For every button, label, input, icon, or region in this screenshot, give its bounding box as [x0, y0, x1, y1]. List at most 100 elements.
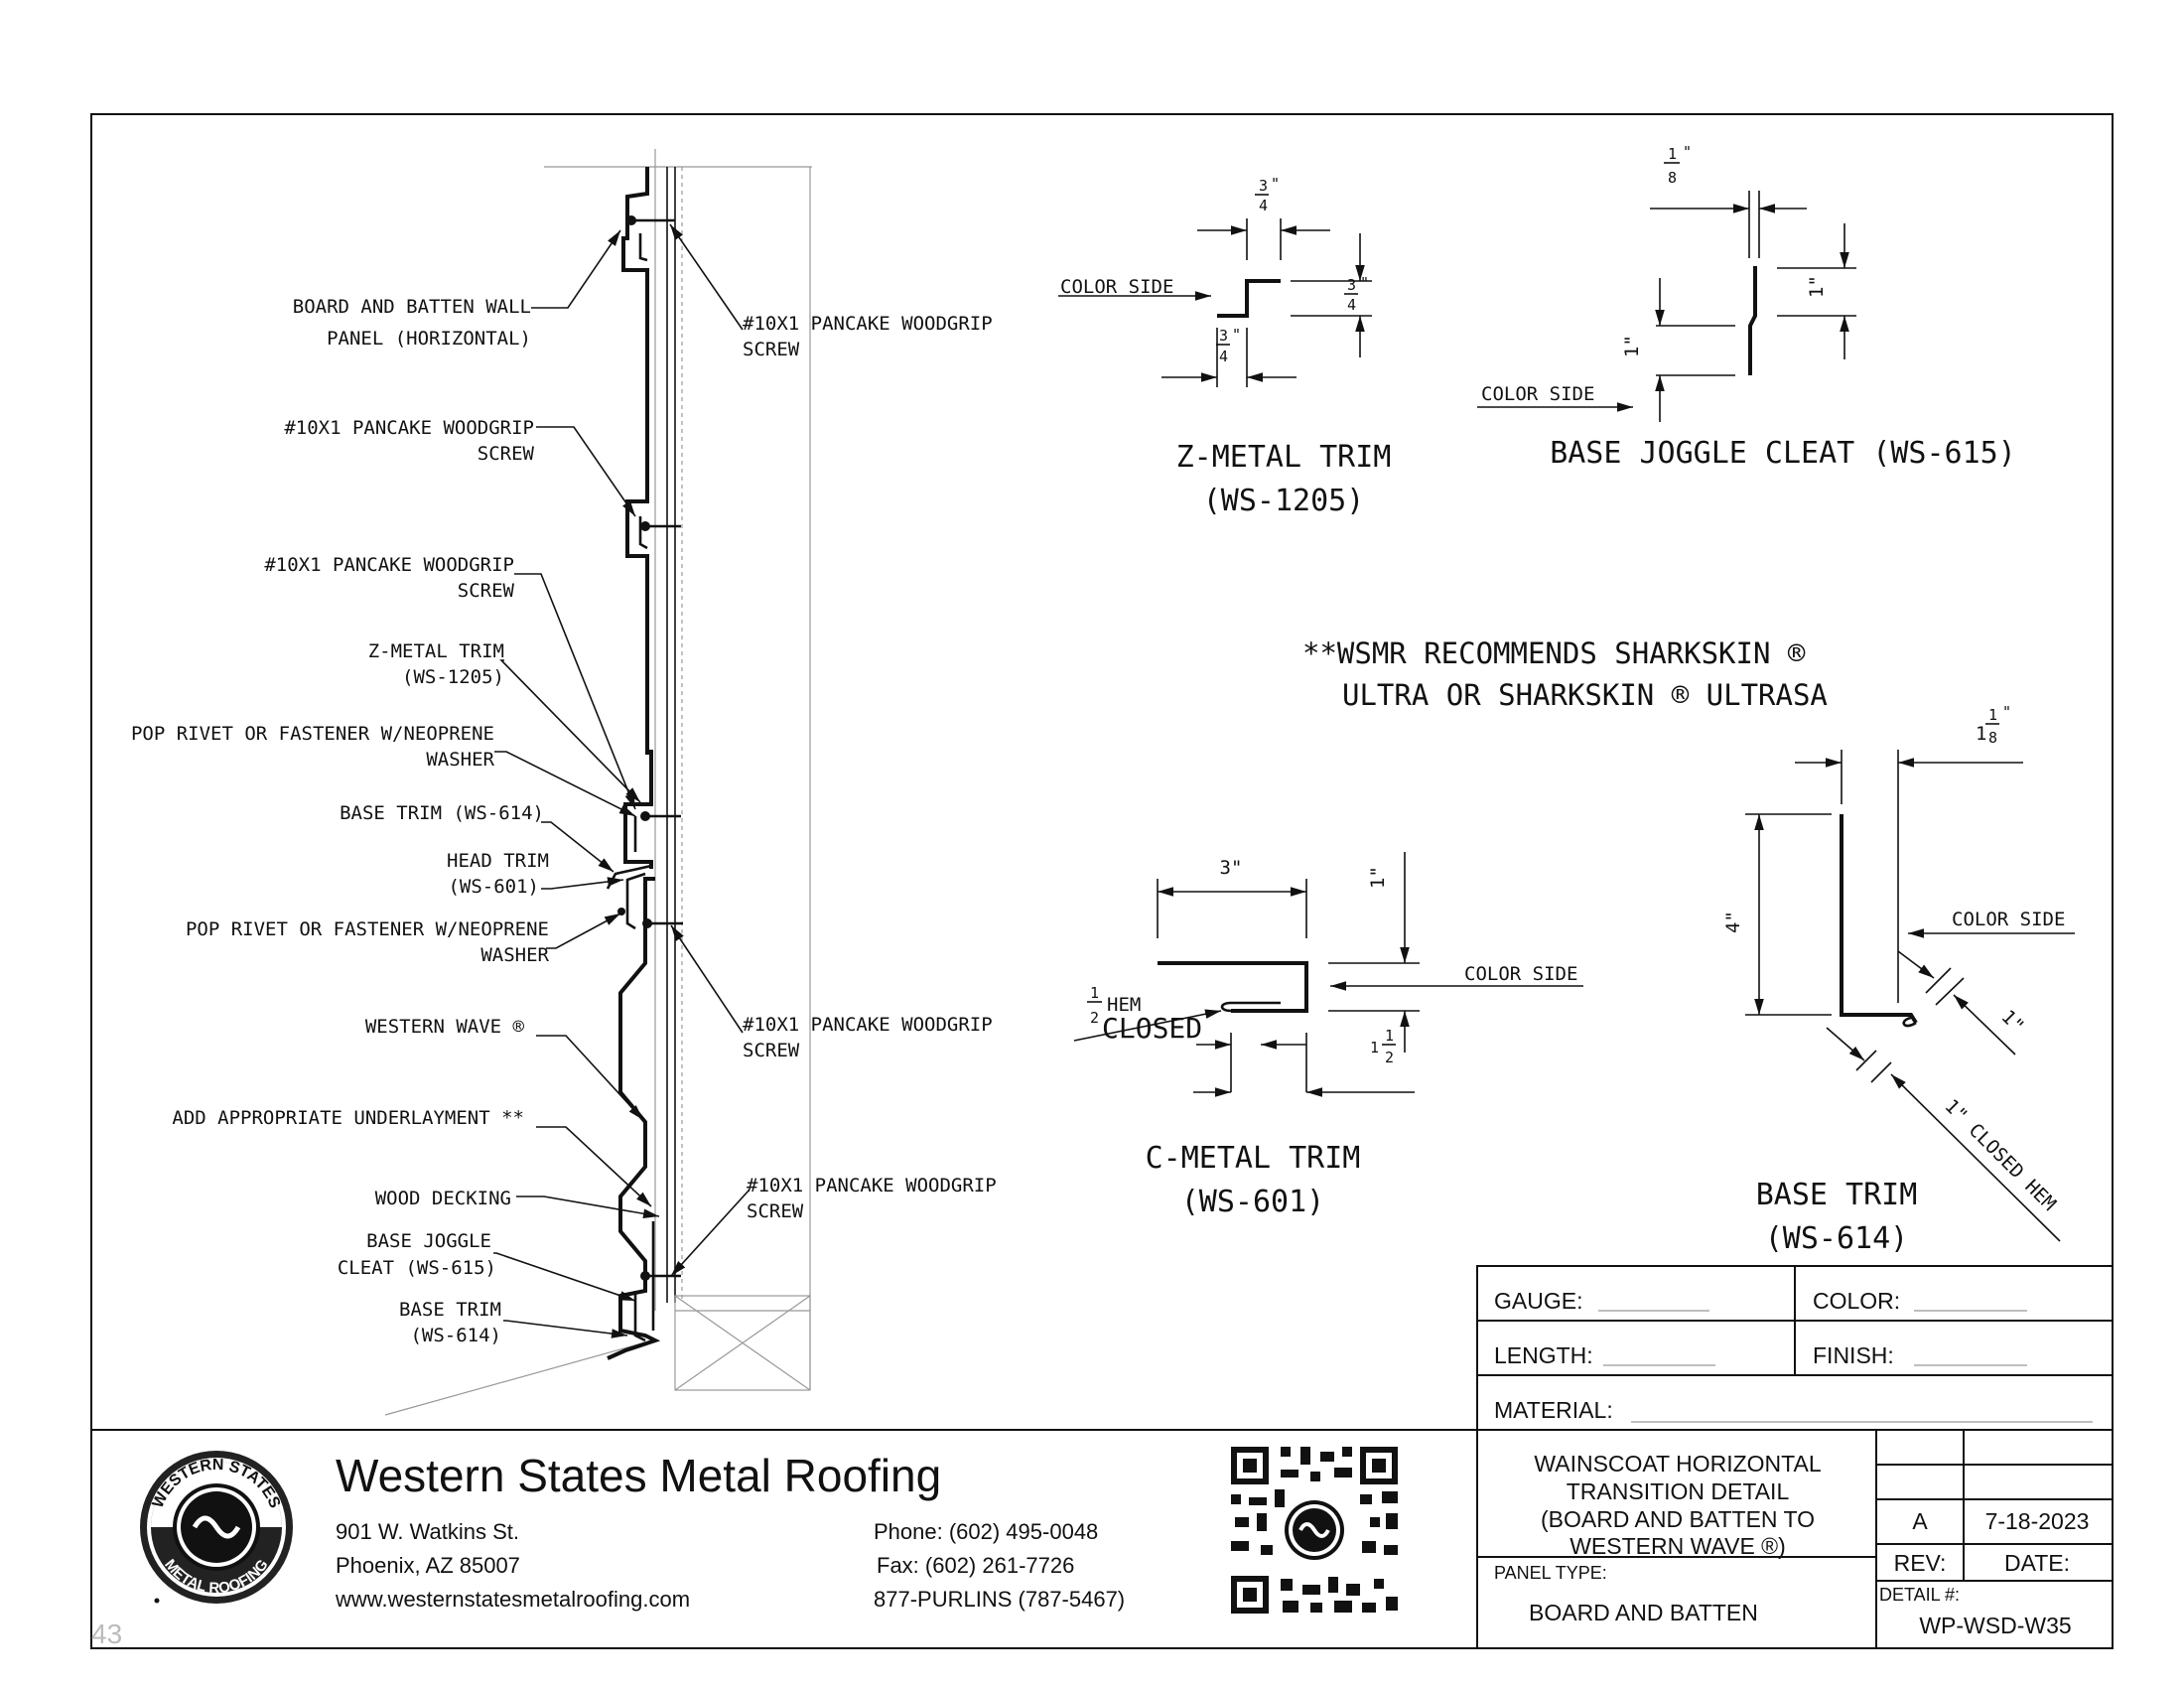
joggle-title: BASE JOGGLE CLEAT (WS-615): [1550, 436, 2016, 471]
svg-text:1" CLOSED HEM: 1" CLOSED HEM: [1940, 1095, 2060, 1215]
svg-text:4: 4: [1347, 296, 1356, 314]
svg-text:1: 1: [1370, 1039, 1379, 1056]
callout-basetrim-b1: BASE TRIM: [399, 1299, 501, 1321]
callout-joggle-1: BASE JOGGLE: [366, 1230, 491, 1252]
svg-text:1": 1": [1996, 1006, 2028, 1038]
callout-screw-b2: SCREW: [458, 580, 515, 602]
drawing-title-3: (BOARD AND BATTEN TO: [1541, 1506, 1815, 1532]
wall-section-view: [384, 149, 812, 1416]
company-name: Western States Metal Roofing: [336, 1450, 941, 1501]
date-label: DATE:: [2004, 1550, 2070, 1576]
svg-text:1": 1": [1621, 335, 1643, 357]
svg-text:3: 3: [1219, 327, 1228, 345]
callout-headtrim-2: (WS-601): [448, 876, 539, 898]
base-color-side-label: COLOR SIDE: [1952, 909, 2065, 930]
svg-text:": ": [1360, 274, 1369, 292]
callout-basetrim-a: BASE TRIM (WS-614): [340, 802, 544, 824]
company-logo: WESTERN STATES METAL ROOFING: [140, 1451, 293, 1604]
qr-code-icon: [1229, 1445, 1400, 1616]
gauge-label: GAUGE:: [1494, 1288, 1582, 1314]
company-fax: Fax: (602) 261-7726: [877, 1553, 1074, 1578]
joggle-cleat-detail: 1 8 " 1" 1" COLOR SIDE BASE JOGGLE CLEAT…: [1477, 143, 2016, 471]
callout-screw-a1: #10X1 PANCAKE WOODGRIP: [284, 417, 534, 439]
company-strip: WESTERN STATES METAL ROOFING Western Sta…: [91, 1445, 1400, 1649]
detail-value: WP-WSD-W35: [1919, 1613, 2071, 1638]
svg-text:1: 1: [1385, 1027, 1394, 1045]
section-callouts: BOARD AND BATTEN WALL PANEL (HORIZONTAL)…: [131, 296, 997, 1346]
svg-text:": ": [1232, 326, 1241, 344]
drawing-title-2: TRANSITION DETAIL: [1567, 1478, 1790, 1504]
callout-zmetal-2: (WS-1205): [402, 666, 504, 688]
coating-note-1: **WSMR RECOMMENDS SHARKSKIN ®: [1302, 636, 1806, 670]
callout-zmetal-1: Z-METAL TRIM: [368, 640, 504, 662]
screw-icons: [617, 215, 683, 1281]
callout-board-batten-2: PANEL (HORIZONTAL): [327, 328, 531, 350]
z-color-side-label: COLOR SIDE: [1060, 276, 1173, 298]
detail-label: DETAIL #:: [1879, 1585, 1960, 1605]
company-city: Phoenix, AZ 85007: [336, 1553, 520, 1578]
callout-joggle-2: CLEAT (WS-615): [338, 1257, 496, 1279]
company-street: 901 W. Watkins St.: [336, 1519, 519, 1544]
callout-basetrim-b2: (WS-614): [410, 1325, 501, 1346]
callout-screw-r3-1: #10X1 PANCAKE WOODGRIP: [747, 1175, 997, 1196]
svg-text:": ": [2002, 703, 2011, 721]
c-color-side-label: COLOR SIDE: [1464, 963, 1577, 985]
z-trim-part: (WS-1205): [1203, 484, 1365, 518]
joggle-color-side-label: COLOR SIDE: [1481, 383, 1594, 405]
svg-text:4: 4: [1259, 197, 1268, 214]
svg-text:8: 8: [1668, 169, 1677, 187]
rev-value: A: [1912, 1508, 1928, 1534]
callout-wood-decking: WOOD DECKING: [375, 1188, 511, 1209]
drawing-title-4: WESTERN WAVE ®): [1570, 1533, 1786, 1559]
svg-text:2: 2: [1385, 1049, 1394, 1066]
drawing-title-1: WAINSCOAT HORIZONTAL: [1534, 1451, 1821, 1477]
length-label: LENGTH:: [1494, 1342, 1593, 1368]
callout-headtrim-1: HEAD TRIM: [447, 850, 549, 872]
callout-rivet-a2: WASHER: [426, 749, 494, 771]
svg-text:1: 1: [1668, 145, 1677, 163]
callout-rivet-a1: POP RIVET OR FASTENER W/NEOPRENE: [131, 723, 494, 745]
svg-text:8: 8: [1988, 729, 1997, 747]
date-value: 7-18-2023: [1985, 1508, 2090, 1534]
svg-text:2: 2: [1090, 1009, 1099, 1027]
c-metal-trim-detail: 3" 1" 1 1 2 1 2 HEM CLOSED COLOR SIDE C-…: [1073, 852, 1583, 1219]
callout-screw-b1: #10X1 PANCAKE WOODGRIP: [264, 554, 514, 576]
company-tollfree: 877-PURLINS (787-5467): [874, 1587, 1125, 1612]
svg-text:1: 1: [1090, 984, 1099, 1002]
c-trim-part: (WS-601): [1181, 1185, 1325, 1219]
callout-screw-a2: SCREW: [478, 443, 535, 465]
callout-screw-r3-2: SCREW: [747, 1200, 804, 1222]
svg-text:4": 4": [1722, 911, 1744, 933]
callout-screw-r2-2: SCREW: [743, 1040, 800, 1061]
svg-text:": ": [1271, 175, 1280, 193]
spec-box: GAUGE: COLOR: LENGTH: FINISH: MATERIAL:: [1476, 1265, 2114, 1431]
base-trim-part: (WS-614): [1765, 1221, 1909, 1256]
z-trim-title: Z-METAL TRIM: [1176, 440, 1392, 475]
color-label: COLOR:: [1813, 1288, 1900, 1314]
page-number: 43: [91, 1618, 122, 1649]
callout-rivet-b1: POP RIVET OR FASTENER W/NEOPRENE: [186, 918, 549, 940]
svg-text:4: 4: [1219, 348, 1228, 365]
title-block: WAINSCOAT HORIZONTAL TRANSITION DETAIL (…: [1476, 1429, 2114, 1649]
panel-type-label: PANEL TYPE:: [1494, 1563, 1607, 1583]
company-phone: Phone: (602) 495-0048: [874, 1519, 1098, 1544]
callout-screw-r2-1: #10X1 PANCAKE WOODGRIP: [743, 1014, 993, 1036]
svg-text:1: 1: [1988, 706, 1997, 724]
coating-note-2: ULTRA OR SHARKSKIN ® ULTRASA: [1342, 678, 1828, 712]
panel-type-value: BOARD AND BATTEN: [1529, 1600, 1758, 1625]
svg-text:CLOSED: CLOSED: [1102, 1012, 1202, 1045]
svg-text:1": 1": [1367, 866, 1389, 889]
svg-text:3: 3: [1347, 276, 1356, 294]
z-metal-trim-detail: 3 4 " 3 4 " 3 4 " COLOR SIDE Z-METAL TRI…: [1058, 175, 1391, 518]
svg-text:": ": [1683, 143, 1692, 161]
svg-text:HEM: HEM: [1107, 994, 1141, 1016]
company-web: www.westernstatesmetalroofing.com: [335, 1587, 690, 1612]
callout-screw-r1-2: SCREW: [743, 339, 800, 360]
finish-label: FINISH:: [1813, 1342, 1894, 1368]
base-trim-title: BASE TRIM: [1756, 1178, 1918, 1212]
sheet-border: [90, 113, 2114, 1649]
callout-underlayment: ADD APPROPRIATE UNDERLAYMENT **: [172, 1107, 524, 1129]
callout-western-wave: WESTERN WAVE ®: [365, 1016, 525, 1038]
